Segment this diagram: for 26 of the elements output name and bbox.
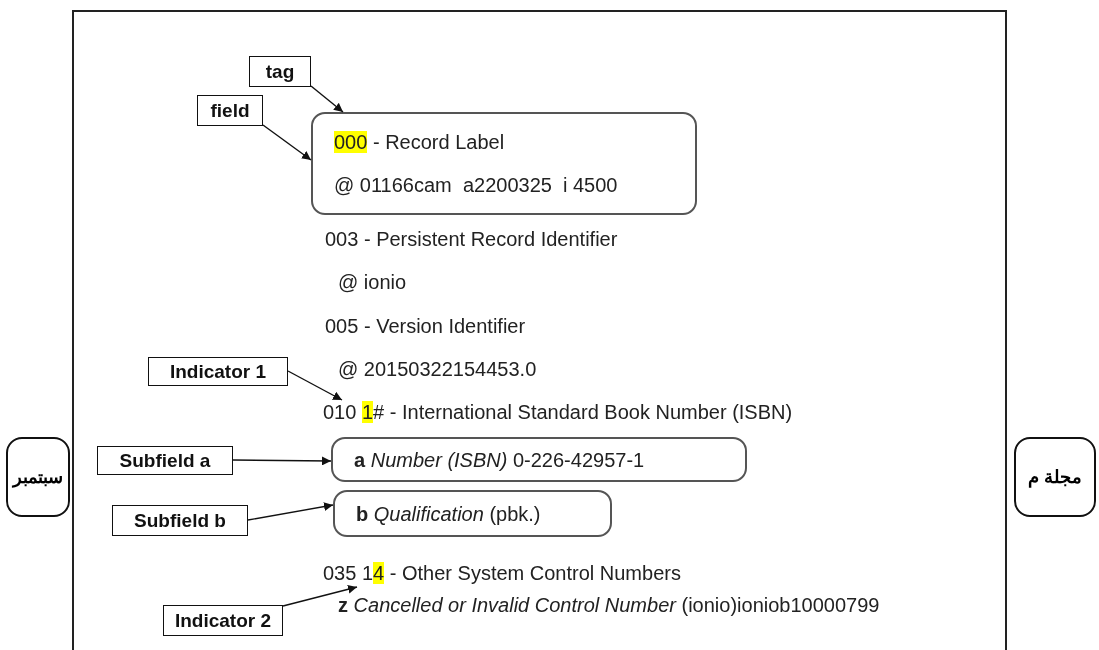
- callout-label: Indicator 2: [163, 605, 283, 636]
- callout-label: field: [197, 95, 263, 126]
- callout-label: Indicator 1: [148, 357, 288, 386]
- field-box: [331, 437, 747, 482]
- record-line: 005 - Version Identifier: [325, 314, 526, 338]
- leader-arrow: [287, 370, 343, 401]
- record-text: b Qualification (pbk.): [356, 501, 541, 526]
- record-line: z Cancelled or Invalid Control Number (ionio)ioniob10000799: [338, 593, 880, 617]
- record-text: 000 - Record Label: [334, 130, 505, 154]
- record-line: @ ionio: [338, 270, 407, 294]
- record-text: a Number (ISBN) 0-226-42957-1: [354, 447, 645, 472]
- field-box: [311, 112, 697, 215]
- callout-label: Subfield b: [112, 505, 248, 536]
- record-line: 003 - Persistent Record Identifier: [325, 227, 618, 251]
- leader-arrow: [310, 85, 344, 113]
- leader-arrow: [232, 456, 332, 466]
- leader-arrow: [282, 584, 358, 607]
- header-tab: مجلة م: [1014, 437, 1096, 517]
- callout-label: tag: [249, 56, 311, 87]
- record-line: @ 20150322154453.0: [338, 357, 537, 381]
- header-tab: سبتمبر: [6, 437, 70, 517]
- leader-arrow: [247, 502, 334, 521]
- callout-label: Subfield a: [97, 446, 233, 475]
- record-text: @ 01166cam a2200325 i 4500: [334, 173, 618, 197]
- field-box: [333, 490, 612, 537]
- leader-arrow: [262, 124, 312, 161]
